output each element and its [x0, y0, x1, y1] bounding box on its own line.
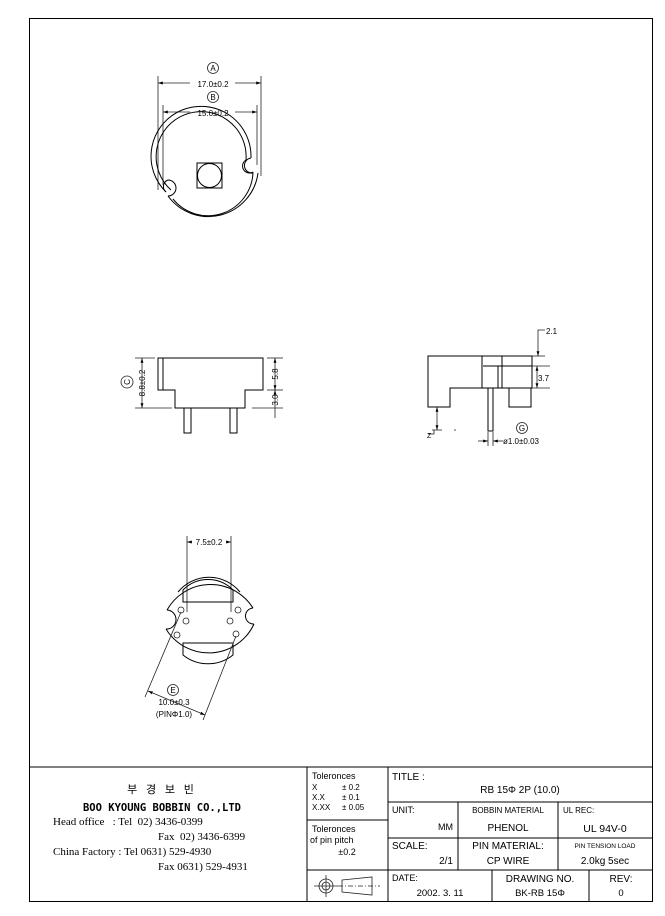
tolerance-x-label: X [312, 783, 318, 792]
top-view: A 17.0±0.2 B 15.0±0.2 [150, 62, 262, 218]
head-office-tel: Head office : Tel 02) 3436-0399 [53, 816, 203, 828]
label-b: B [210, 93, 215, 102]
date-label: DATE: [392, 873, 418, 883]
side-view: 8.8±0.2 C 5.8 3.0 [120, 357, 283, 434]
china-factory-tel: China Factory : Tel 0631) 529-4930 [53, 846, 212, 858]
dim-pin-diameter: ø1.0±0.03 [503, 437, 540, 446]
drawing-title: RB 15Φ 2P (10.0) [480, 785, 560, 796]
dim-width-7-5: 7.5±0.2 [196, 538, 223, 547]
bobbin-material-label: BOBBIN MATERIAL [472, 806, 544, 815]
date-value: 2002. 3. 11 [417, 888, 464, 899]
dim-top-5-8: 5.8 [271, 368, 280, 380]
tolerances-title: Toleronces [312, 771, 356, 781]
rev-value: 0 [618, 888, 623, 899]
pin-pitch-tolerance-subtitle: of pin pitch [310, 835, 354, 845]
tolerance-xx-value: ± 0.1 [342, 793, 360, 802]
pin-tension-value: 2.0kg 5sec [581, 856, 629, 867]
label-c: C [123, 379, 132, 385]
bottom-view: 7.5±0.2 E 10.0±0.3 (PINΦ1.0) [144, 536, 255, 721]
title-label: TITLE : [392, 772, 425, 783]
china-factory-fax: Fax 0631) 529-4931 [158, 861, 248, 873]
ul-rec-label: UL REC: [563, 806, 594, 815]
pin-material-value: CP WIRE [487, 856, 530, 867]
label-a: A [210, 64, 216, 73]
ul-rec-value: UL 94V-0 [583, 823, 627, 835]
drawing-no-value: BK-RB 15Φ [515, 888, 565, 899]
tolerance-x-value: ± 0.2 [342, 783, 360, 792]
dim-2-1: 2.1 [546, 327, 558, 336]
dim-3-7: 3.7 [538, 374, 550, 383]
tolerance-xxx-label: X.XX [312, 803, 331, 812]
label-z: Z [427, 433, 432, 440]
pin-pitch-tolerance-title: Toleronces [312, 824, 356, 834]
sheet-frame [29, 18, 653, 902]
unit-value: MM [438, 822, 453, 832]
pin-tension-label: PIN TENSION LOAD [575, 843, 636, 850]
dim-c: 8.8±0.2 [138, 369, 147, 396]
scale-label: SCALE: [392, 841, 428, 852]
dim-a: 17.0±0.2 [197, 80, 229, 89]
pin-pitch-tolerance-value: ±0.2 [338, 847, 355, 857]
dim-bottom-3-0: 3.0 [271, 394, 280, 406]
tolerance-xxx-value: ± 0.05 [342, 803, 365, 812]
company-name-korean: 부 경 보 빈 [127, 783, 197, 796]
drawing-no-label: DRAWING NO. [506, 874, 575, 885]
rev-label: REV: [610, 874, 633, 885]
company-name: BOO KYOUNG BOBBIN CO.,LTD [83, 802, 241, 814]
bobbin-material-value: PHENOL [487, 823, 529, 834]
pin-material-label: PIN MATERIAL: [472, 841, 544, 852]
label-g: G [519, 424, 525, 433]
third-angle-projection-icon [314, 875, 380, 897]
dim-pin-pitch: 10.0±0.3 [158, 698, 190, 707]
head-office-fax: Fax 02) 3436-6399 [158, 831, 246, 843]
title-block: 부 경 보 빈 BOO KYOUNG BOBBIN CO.,LTD Head o… [29, 766, 653, 902]
unit-label: UNIT: [392, 805, 415, 815]
tolerance-xx-label: X.X [312, 793, 326, 802]
front-view: 2.1 3.7 Z G ø1.0±0.03 [427, 327, 558, 446]
scale-value: 2/1 [439, 856, 453, 867]
pin-note: (PINΦ1.0) [156, 710, 193, 719]
label-e: E [170, 686, 175, 695]
